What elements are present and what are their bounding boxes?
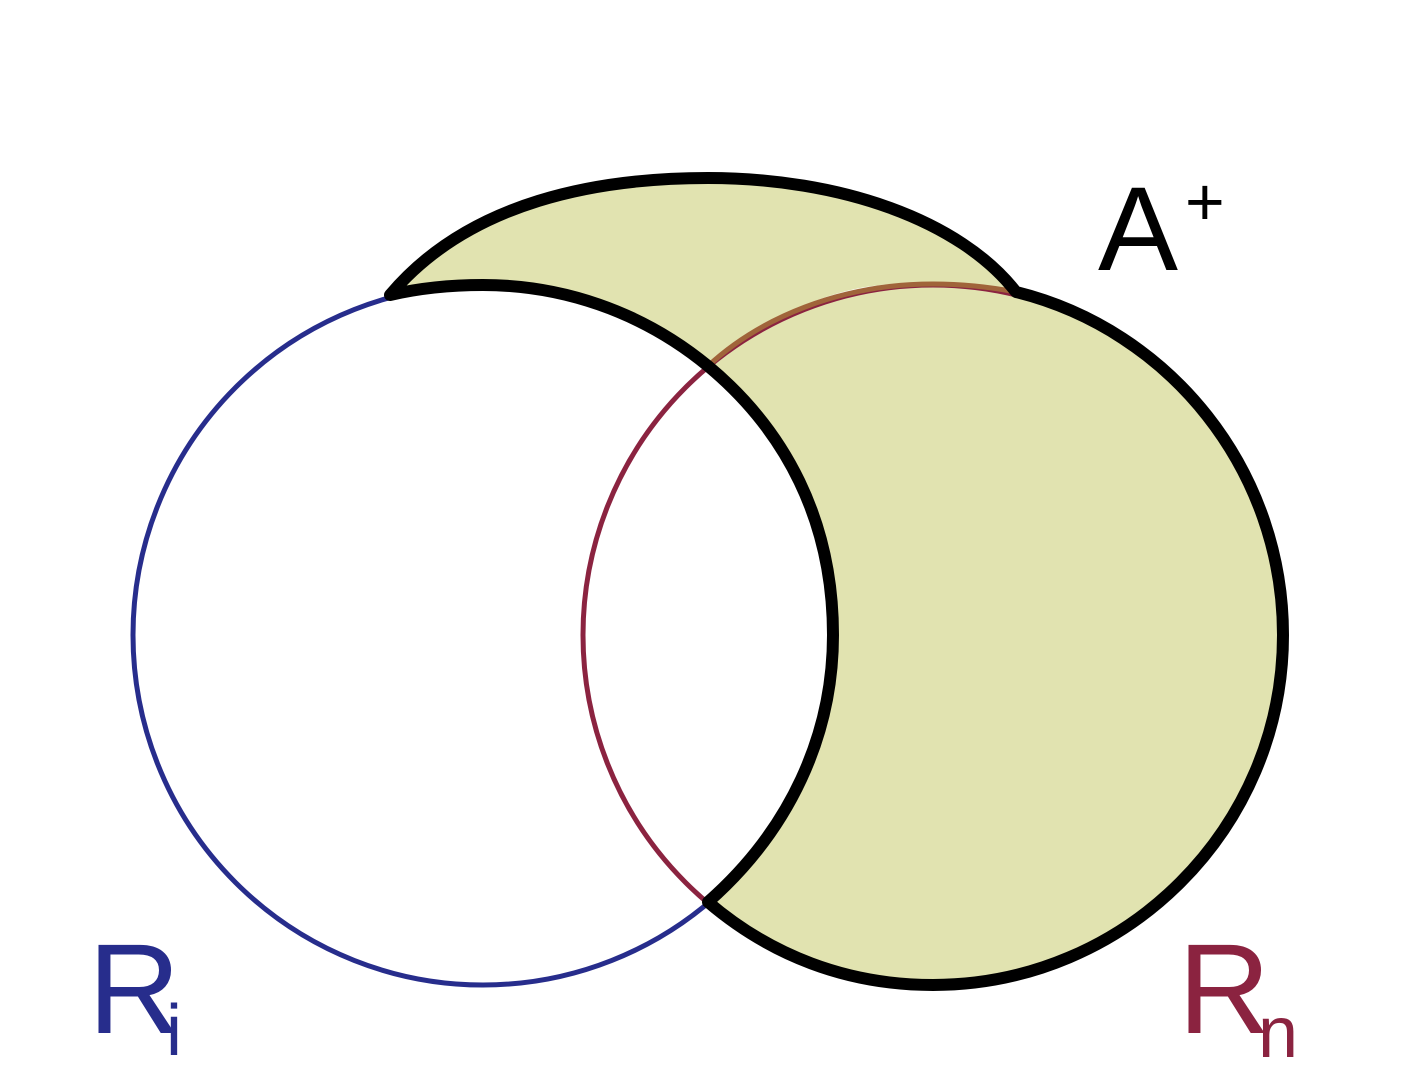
r-i-cutout	[133, 285, 833, 985]
a-plus-top-lens	[390, 178, 1016, 366]
r-n-label-sub: n	[1258, 993, 1298, 1073]
a-plus-boundary	[384, 172, 1289, 991]
a-plus-inner-arc	[706, 281, 1017, 368]
a-plus-label: A	[1098, 162, 1178, 296]
r-i-label-sub: i	[166, 991, 182, 1071]
a-plus-label-base: A	[1098, 162, 1178, 296]
a-plus-region	[133, 178, 1283, 985]
r-i-label: R	[88, 918, 180, 1061]
r-n-label: R	[1178, 918, 1270, 1061]
a-plus-label-sup: +	[1185, 164, 1225, 240]
